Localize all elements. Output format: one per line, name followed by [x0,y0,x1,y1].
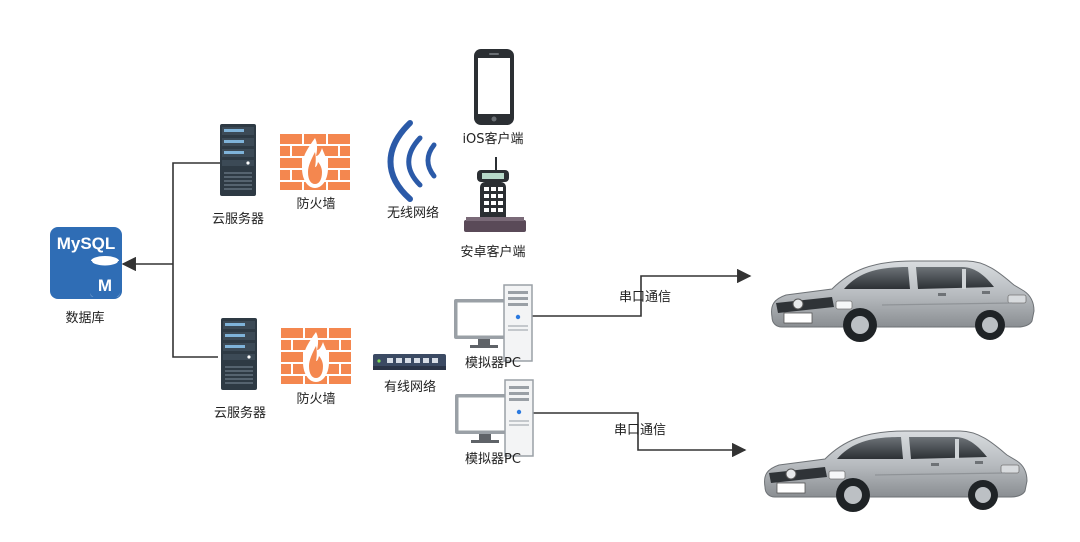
serial-line-bottom [532,412,747,458]
car-icon-bottom [763,430,1028,513]
network-switch-icon [373,354,446,370]
server-rack-icon-bottom [221,318,257,390]
wifi-signal-icon [387,120,437,202]
serial-top-label: 串口通信 [619,290,672,305]
server-bottom-label: 云服务器 [213,406,267,421]
desktop-pc-icon-top [453,284,533,362]
database-label: 数据库 [65,311,105,326]
desktop-pc-icon-bottom [454,379,534,457]
serial-line-top [532,268,752,317]
connector-lines [121,162,752,458]
firewall-top-label: 防火墙 [296,197,336,212]
android-client-label: 安卓客户端 [460,245,526,260]
cordless-phone-icon [464,157,526,232]
smartphone-icon [474,49,514,125]
mysql-cylinder-text: M [98,276,112,295]
wired-label: 有线网络 [383,380,437,395]
serial-bottom-label: 串口通信 [614,423,667,438]
firewall-icon-top [280,134,350,190]
server-top-label: 云服务器 [211,212,265,227]
wireless-label: 无线网络 [386,206,440,221]
server-rack-icon-top [220,124,256,196]
car-icon-top [770,260,1035,343]
pc-top-label: 模拟器PC [465,356,521,371]
db-link-line [172,162,220,358]
ios-client-label: iOS客户端 [462,132,524,147]
mysql-badge-text: MySQL [57,234,116,253]
mysql-database-icon: MySQL M [50,227,122,299]
pc-bottom-label: 模拟器PC [465,452,521,467]
firewall-icon-bottom [281,328,351,384]
firewall-bottom-label: 防火墙 [296,392,336,407]
